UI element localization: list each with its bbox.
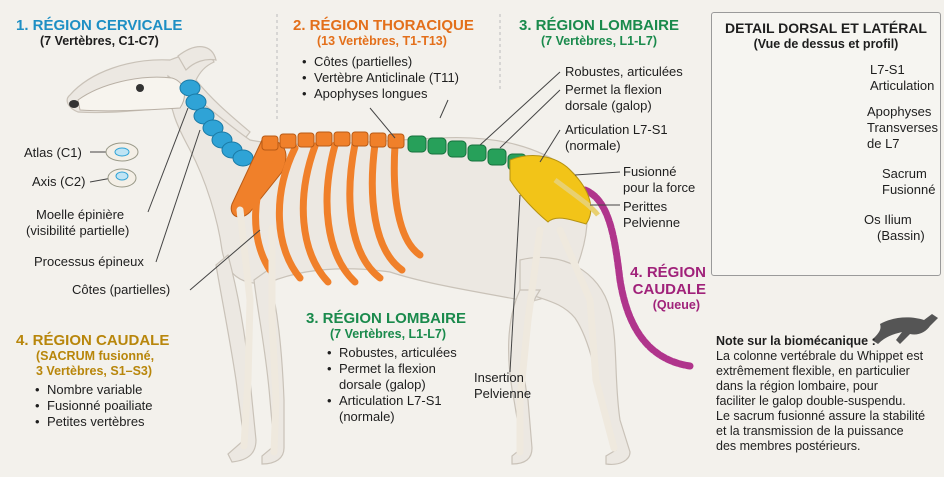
lumbar-callout-1: Robustes, articulées <box>565 64 683 80</box>
lumbar-mid-list: Robustes, articulées Permet la flexion d… <box>326 345 466 425</box>
eye <box>136 84 144 92</box>
detail-sac-1: Sacrum <box>882 166 927 182</box>
caudal-subtitle: (Queue) <box>600 298 700 313</box>
nose <box>69 100 79 108</box>
label-spinous-process: Processus épineux <box>34 254 144 270</box>
list-item: Permet la flexion dorsale (galop) <box>326 361 466 393</box>
lumbar-top-title: 3. RÉGION LOMBAIRE <box>519 17 679 34</box>
biomechanics-note: Note sur la biomécanique : La colonne ve… <box>716 334 925 454</box>
note-line: faciliter le galop double-suspendu. <box>716 394 925 409</box>
lumbar-callout-4: Articulation L7-S1 <box>565 122 668 138</box>
list-item: Côtes (partielles) <box>301 54 474 70</box>
thoracic-title: 2. RÉGION THORACIQUE <box>293 17 474 34</box>
cervical-subtitle: (7 Vertèbres, C1-C7) <box>40 34 182 49</box>
insertion-label-2: Pelvienne <box>474 386 531 402</box>
list-item: Apophyses longues <box>301 86 474 102</box>
fused-label-2: pour la force <box>623 180 695 196</box>
detail-title: DETAIL DORSAL ET LATÉRAL <box>712 20 940 37</box>
note-line: des membres postérieurs. <box>716 439 925 454</box>
list-item: Articulation L7-S1 (normale) <box>326 393 466 425</box>
thoracic-block: 2. RÉGION THORACIQUE (13 Vertèbres, T1-T… <box>293 17 474 102</box>
lumbar-callout-2: Permet la flexion <box>565 82 662 98</box>
caudal-title-1: 4. RÉGION <box>600 264 706 281</box>
lumbar-mid-title: 3. RÉGION LOMBAIRE <box>306 310 466 327</box>
label-spinal-cord-1: Moelle épinière <box>36 207 124 223</box>
note-line: et la transmission de la puissance <box>716 424 925 439</box>
sacral-subtitle-1: (SACRUM fusionné, <box>36 349 169 364</box>
fused-label-1: Fusionné <box>623 164 676 180</box>
list-item: Petites vertèbres <box>34 414 169 430</box>
label-atlas: Atlas (C1) <box>24 145 82 161</box>
lumbar-top-subtitle: (7 Vertèbres, L1-L7) <box>541 34 679 49</box>
lumbar-mid-block: 3. RÉGION LOMBAIRE (7 Vertèbres, L1-L7) … <box>306 310 466 425</box>
caudal-title-2: CAUDALE <box>600 281 706 298</box>
fused-label-3: Perittes <box>623 199 667 215</box>
note-line: extrêmement flexible, en particulier <box>716 364 925 379</box>
detail-apo-1: Apophyses <box>867 104 931 120</box>
detail-l7-1: L7-S1 <box>870 62 905 78</box>
list-item: Robustes, articulées <box>326 345 466 361</box>
insertion-label-1: Insertion <box>474 370 524 386</box>
list-item: Vertèbre Anticlinale (T11) <box>301 70 474 86</box>
detail-sac-2: Fusionné <box>882 182 935 198</box>
note-line: La colonne vertébrale du Whippet est <box>716 349 925 364</box>
sacral-title: 4. RÉGION CAUDALE <box>16 332 169 349</box>
detail-os-2: (Bassin) <box>877 228 925 244</box>
thoracic-list: Côtes (partielles) Vertèbre Anticlinale … <box>301 54 474 102</box>
note-line: dans la région lombaire, pour <box>716 379 925 394</box>
detail-apo-2: Transverses <box>867 120 938 136</box>
note-title: Note sur la biomécanique : <box>716 334 925 349</box>
detail-apo-3: de L7 <box>867 136 900 152</box>
cervical-title: 1. RÉGION CERVICALE <box>16 17 182 34</box>
sacral-list: Nombre variable Fusionné poailiate Petit… <box>34 382 169 430</box>
label-ribs: Côtes (partielles) <box>72 282 170 298</box>
list-item: Nombre variable <box>34 382 169 398</box>
caudal-block: 4. RÉGION CAUDALE (Queue) <box>600 264 706 313</box>
atlas-axis-figure <box>106 143 138 187</box>
thoracic-subtitle: (13 Vertèbres, T1-T13) <box>317 34 474 49</box>
lumbar-mid-subtitle: (7 Vertèbres, L1-L7) <box>330 327 466 342</box>
detail-os-1: Os Ilium <box>864 212 912 228</box>
list-item: Fusionné poailiate <box>34 398 169 414</box>
detail-l7-2: Articulation <box>870 78 934 94</box>
cervical-block: 1. RÉGION CERVICALE (7 Vertèbres, C1-C7) <box>16 17 182 49</box>
lumbar-callout-3: dorsale (galop) <box>565 98 652 114</box>
sacral-subtitle-2: 3 Vertèbres, S1–S3) <box>36 364 169 379</box>
fused-label-4: Pelvienne <box>623 215 680 231</box>
label-axis: Axis (C2) <box>32 174 85 190</box>
note-line: Le sacrum fusionné assure la stabilité <box>716 409 925 424</box>
detail-subtitle: (Vue de dessus et profil) <box>712 37 940 52</box>
lumbar-callout-5: (normale) <box>565 138 621 154</box>
label-spinal-cord-2: (visibilité partielle) <box>26 223 129 239</box>
sacral-block: 4. RÉGION CAUDALE (SACRUM fusionné, 3 Ve… <box>16 332 169 430</box>
lumbar-top-block: 3. RÉGION LOMBAIRE (7 Vertèbres, L1-L7) <box>519 17 679 49</box>
